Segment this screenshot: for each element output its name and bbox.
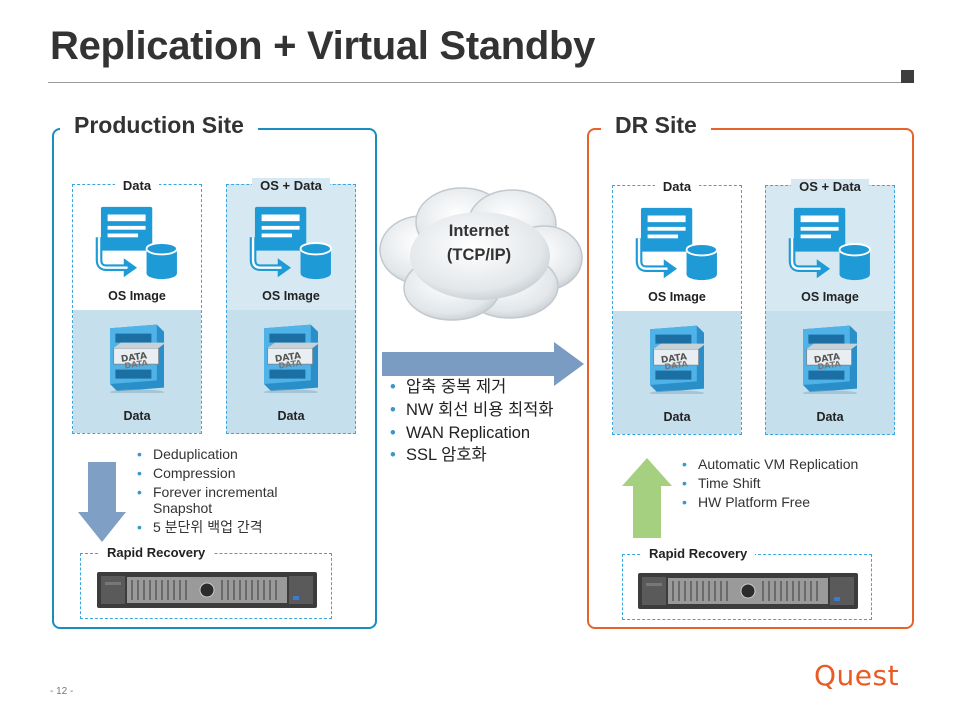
page-title: Replication + Virtual Standby: [50, 24, 596, 68]
dr-server-data: Data OS Image Data: [612, 179, 742, 435]
feature-item: 압축 중복 제거: [388, 378, 578, 398]
production-features-list: Deduplication Compression Forever increm…: [135, 446, 335, 538]
data-cabinet-icon: [641, 322, 713, 394]
internet-cloud-icon: [379, 187, 583, 321]
recovery-up-arrow: [622, 458, 672, 538]
replication-right-arrow: [382, 342, 584, 386]
rack-server-icon: [97, 570, 317, 610]
data-cabinet-icon: [794, 322, 866, 394]
feature-item: Automatic VM Replication: [680, 456, 910, 473]
production-rapid-recovery: Rapid Recovery: [80, 545, 332, 619]
dr-site-panel: DR Site: [587, 112, 914, 629]
production-server-data: Data OS Image Data: [72, 178, 202, 434]
network-features-list: 압축 중복 제거 NW 회선 비용 최적화 WAN Replication SS…: [388, 378, 578, 469]
data-cabinet-icon: [255, 321, 327, 393]
production-server-os-data: OS + Data OS Image Data: [226, 178, 356, 434]
dr-site-title: DR Site: [601, 112, 711, 139]
data-label: Data: [123, 409, 151, 423]
feature-item: HW Platform Free: [680, 494, 910, 511]
feature-item: NW 회선 비용 최적화: [388, 401, 578, 421]
server-top-label: OS + Data: [791, 179, 869, 194]
feature-item: Forever incremental Snapshot: [135, 484, 335, 518]
data-label: Data: [816, 410, 844, 424]
server-replication-icon: [788, 206, 874, 282]
cloud-label-line2: (TCP/IP): [446, 245, 512, 264]
feature-item: Compression: [135, 465, 335, 482]
feature-item: Time Shift: [680, 475, 910, 492]
backup-down-arrow: [78, 462, 126, 542]
dr-features-list: Automatic VM Replication Time Shift HW P…: [680, 456, 910, 512]
server-top-label: OS + Data: [252, 178, 330, 193]
cloud-label-line1: Internet: [448, 222, 510, 240]
server-replication-icon: [635, 206, 721, 282]
cloud-label: Internet (TCP/IP): [400, 220, 558, 268]
rapid-recovery-label: Rapid Recovery: [641, 546, 756, 561]
server-replication-icon: [95, 205, 181, 281]
production-site-title: Production Site: [60, 112, 258, 139]
os-image-label: OS Image: [648, 290, 706, 304]
page-number: - 12 -: [50, 686, 74, 697]
data-cabinet-icon: [101, 321, 173, 393]
title-rule: [48, 82, 901, 83]
feature-item: 5 분단위 백업 간격: [135, 519, 335, 536]
server-replication-icon: [249, 205, 335, 281]
data-label: Data: [277, 409, 305, 423]
server-top-label: Data: [654, 179, 700, 194]
dr-rapid-recovery: Rapid Recovery: [622, 546, 872, 620]
rapid-recovery-label: Rapid Recovery: [99, 545, 214, 560]
dr-server-os-data: OS + Data OS Image Data: [765, 179, 895, 435]
os-image-label: OS Image: [801, 290, 859, 304]
feature-item: Deduplication: [135, 446, 335, 463]
os-image-label: OS Image: [108, 289, 166, 303]
quest-logo: Quest: [814, 659, 900, 692]
server-top-label: Data: [114, 178, 160, 193]
data-label: Data: [663, 410, 691, 424]
rack-server-icon: [638, 571, 858, 611]
feature-item: WAN Replication: [388, 424, 578, 444]
feature-item: SSL 암호화: [388, 446, 578, 466]
os-image-label: OS Image: [262, 289, 320, 303]
production-site-panel: Production Site: [52, 112, 377, 629]
title-square-marker: [901, 70, 914, 83]
